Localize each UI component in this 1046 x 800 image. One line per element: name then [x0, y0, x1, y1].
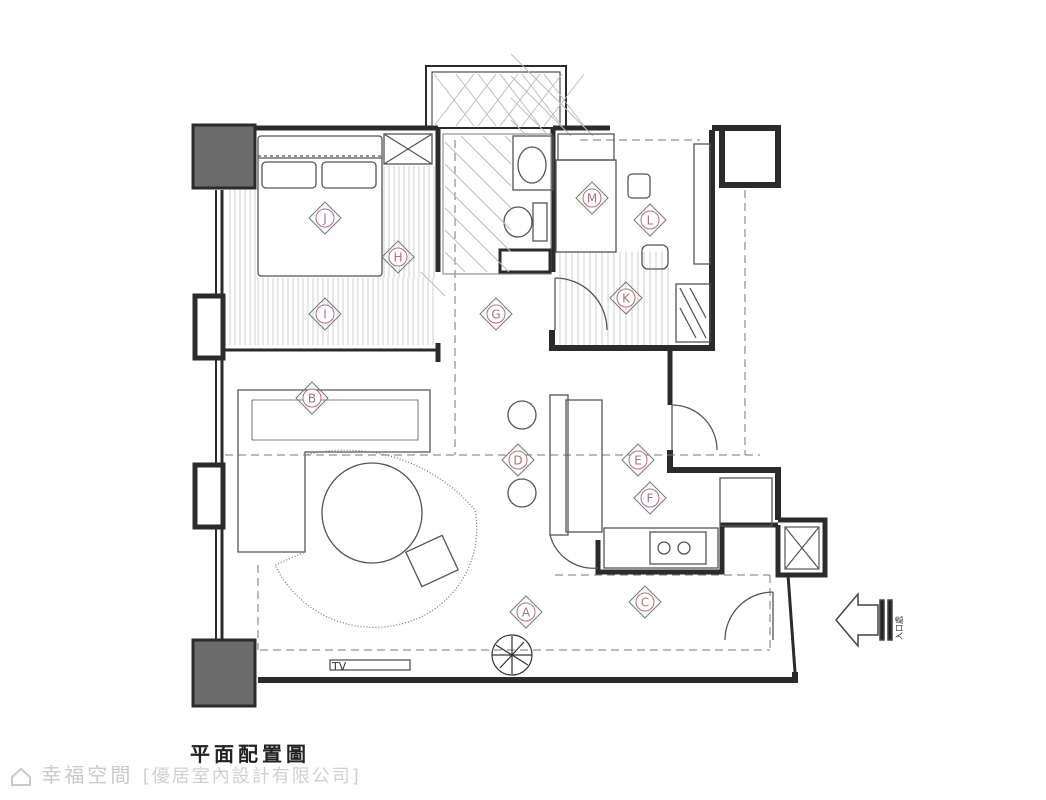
view-marker-b: B: [295, 381, 329, 415]
coffee-table: [321, 462, 423, 564]
view-marker-g: G: [479, 297, 513, 331]
view-marker-label: K: [622, 292, 631, 306]
view-marker-l: L: [633, 203, 667, 237]
entrance-arrow: [835, 591, 893, 649]
bar-stool: [507, 400, 537, 430]
study-furniture: [555, 133, 711, 343]
view-marker-label: L: [647, 214, 654, 228]
tv-cabinet: [329, 659, 411, 671]
view-marker-label: E: [634, 454, 642, 468]
rug: [274, 449, 478, 628]
sink-counter: [512, 135, 554, 191]
bar-stool: [507, 478, 537, 508]
door-swings: [554, 277, 774, 641]
view-marker-label: I: [323, 308, 327, 322]
entrance-label: 入口處: [894, 616, 904, 640]
view-marker-a: A: [509, 595, 543, 629]
view-marker-d: D: [501, 443, 535, 477]
toilet: [503, 206, 533, 238]
house-logo-icon: [11, 767, 31, 786]
view-marker-label: M: [587, 192, 597, 206]
entrance-closet: [784, 526, 820, 570]
view-marker-label: G: [491, 308, 500, 322]
view-marker-label: A: [522, 606, 531, 620]
sofa: [237, 389, 431, 553]
view-marker-label: H: [393, 251, 402, 265]
view-marker-h: H: [381, 240, 415, 274]
view-marker-e: E: [621, 443, 655, 477]
dashed-lines: [225, 139, 771, 651]
view-marker-k: K: [609, 281, 643, 315]
stool: [641, 244, 669, 270]
chair: [627, 173, 651, 199]
watermark-brand: 幸福空間: [41, 763, 134, 787]
bathroom: [442, 133, 554, 275]
floor-hatch: [229, 166, 669, 345]
walls: [215, 65, 828, 683]
bed: [257, 135, 383, 277]
view-marker-label: J: [322, 212, 327, 226]
watermark-company: [優居室內設計有限公司]: [142, 766, 361, 787]
view-marker-label: B: [308, 392, 316, 406]
view-marker-f: F: [633, 481, 667, 515]
view-marker-label: F: [647, 492, 654, 506]
living-room-furniture: [237, 389, 478, 671]
plan-title: 平面配置圖: [190, 742, 310, 766]
view-marker-i: I: [308, 297, 342, 331]
view-marker-label: C: [641, 596, 649, 610]
side-stool: [404, 534, 460, 588]
structural-columns: [191, 123, 257, 708]
wardrobe: [693, 143, 711, 265]
plant: [491, 634, 533, 676]
bedroom-furniture: [257, 133, 433, 277]
view-marker-j: J: [308, 201, 342, 235]
watermark: 幸福空間 [優居室內設計有限公司]: [10, 759, 361, 788]
stove: [649, 531, 707, 565]
desk: [555, 159, 617, 253]
windows: [192, 293, 226, 530]
view-marker-label: D: [513, 454, 522, 468]
view-markers: A B C D E F G H I J K L M: [295, 181, 667, 629]
tv-label: TV: [331, 660, 347, 673]
view-marker-c: C: [628, 585, 662, 619]
view-marker-m: M: [575, 181, 609, 215]
kitchen-bar: [507, 394, 773, 569]
bathroom-tiles: [420, 53, 594, 297]
sink: [517, 146, 547, 184]
